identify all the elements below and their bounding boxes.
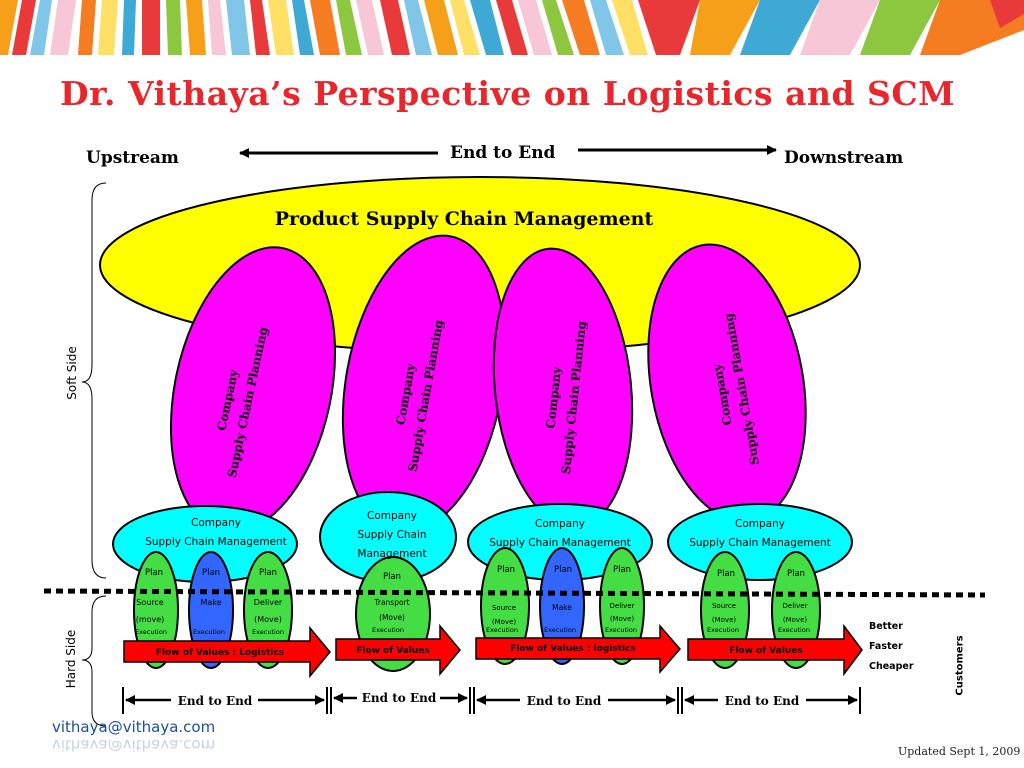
product-scm-label: Product Supply Chain Management <box>275 208 654 230</box>
pill-1-mid1: Source <box>136 598 164 607</box>
company-scm-text-1b: Supply Chain Management <box>145 536 287 548</box>
soft-side-label: Soft Side <box>65 346 79 400</box>
pill-4-plan: Plan <box>383 572 401 582</box>
upstream-label: Upstream <box>86 148 179 168</box>
pill-1-mid2: (move) <box>136 615 165 624</box>
pill-9-exec: Execution <box>778 626 810 634</box>
outcome-faster: Faster <box>869 641 903 652</box>
pill-6-mid1: Make <box>552 603 572 612</box>
pill-4-mid2: (Move) <box>379 613 405 622</box>
pill-1 <box>133 551 179 669</box>
pill-7-mid1: Deliver <box>610 602 635 610</box>
outcome-cheaper: Cheaper <box>869 661 914 672</box>
downstream-label: Downstream <box>784 148 904 168</box>
pill-8-mid1: Source <box>712 602 736 610</box>
company-scm-text-2b: Supply Chain <box>357 529 426 541</box>
email-reflection: vithaya@vithaya.com <box>52 740 216 754</box>
span-label-1: End to End <box>178 694 253 708</box>
pill-7-mid2: (Move) <box>610 615 635 623</box>
flow-label-1: Flow of Values : Logistics <box>156 648 284 658</box>
pill-3 <box>243 551 293 669</box>
end-to-end-label: End to End <box>450 143 556 163</box>
company-scm-text-2a: Company <box>367 510 417 522</box>
flow-arrow-2 <box>335 623 461 677</box>
customers-label: Customers <box>954 635 966 696</box>
pill-9-mid2: (Move) <box>783 616 808 624</box>
span-label-3: End to End <box>527 694 602 708</box>
end-to-end-spans <box>122 687 861 714</box>
company-scm-text-4a: Company <box>735 518 785 530</box>
company-scm-text-4b: Supply Chain Management <box>689 537 831 549</box>
flow-arrows <box>123 623 863 679</box>
updated-note: Updated Sept 1, 2009 <box>898 745 1021 758</box>
planning-ellipses <box>169 234 807 534</box>
pill-1-plan: Plan <box>145 568 163 578</box>
soft-hard-divider <box>43 588 986 598</box>
page-title: Dr. Vithaya’s Perspective on Logistics a… <box>60 74 956 113</box>
company-scm-text-2c: Management <box>357 548 426 560</box>
pill-5-plan: Plan <box>497 565 515 575</box>
flow-label-4: Flow of Values <box>729 646 803 656</box>
flow-label-2: Flow of Values <box>356 646 430 656</box>
pill-4-mid1: Transport <box>373 598 409 607</box>
pill-7-exec: Execution <box>605 626 637 634</box>
pill-3-mid1: Deliver <box>254 598 283 607</box>
pill-2-plan: Plan <box>202 568 220 578</box>
pill-8-plan: Plan <box>717 569 735 579</box>
pill-3-exec: Execution <box>252 628 284 636</box>
pill-3-mid2: (Move) <box>254 615 282 624</box>
flow-arrow-1 <box>123 625 331 679</box>
pill-7-plan: Plan <box>613 565 631 575</box>
pill-6-exec: Execution <box>544 626 576 634</box>
company-scm-text-3a: Company <box>535 518 585 530</box>
pill-9-plan: Plan <box>787 569 805 579</box>
pill-9-mid1: Deliver <box>783 602 808 610</box>
pill-2-exec: Execution <box>193 628 225 636</box>
company-scm-text-1a: Company <box>191 517 241 529</box>
email-link[interactable]: vithaya@vithaya.com <box>52 718 216 736</box>
flow-arrow-3 <box>475 623 681 675</box>
pill-6 <box>539 547 585 665</box>
pill-4-exec: Execution <box>372 626 404 634</box>
span-label-4: End to End <box>725 694 800 708</box>
banner-stripes <box>0 0 1024 55</box>
pill-8-exec: Execution <box>707 626 739 634</box>
pill-5-exec: Execution <box>486 626 518 634</box>
pill-3-plan: Plan <box>259 568 277 578</box>
pill-2 <box>188 551 234 669</box>
pill-5-mid1: Source <box>492 604 516 612</box>
pill-5 <box>480 547 530 665</box>
pill-1-exec: Execution <box>135 628 167 636</box>
outcome-better: Better <box>869 621 903 632</box>
flow-arrow-4 <box>687 623 863 677</box>
span-label-2: End to End <box>362 691 437 705</box>
hard-side-label: Hard Side <box>64 629 78 689</box>
pill-7 <box>599 547 645 665</box>
pill-2-mid1: Make <box>200 598 221 607</box>
company-scm-text-3b: Supply Chain Management <box>489 537 631 549</box>
flow-label-3: Flow of Values : logistics <box>510 644 636 654</box>
soft-side-brace <box>81 182 107 579</box>
hard-side-brace <box>81 595 107 727</box>
pill-8-mid2: (Move) <box>712 616 737 624</box>
pill-6-plan: Plan <box>554 565 572 575</box>
pill-5-mid2: (Move) <box>492 618 517 626</box>
